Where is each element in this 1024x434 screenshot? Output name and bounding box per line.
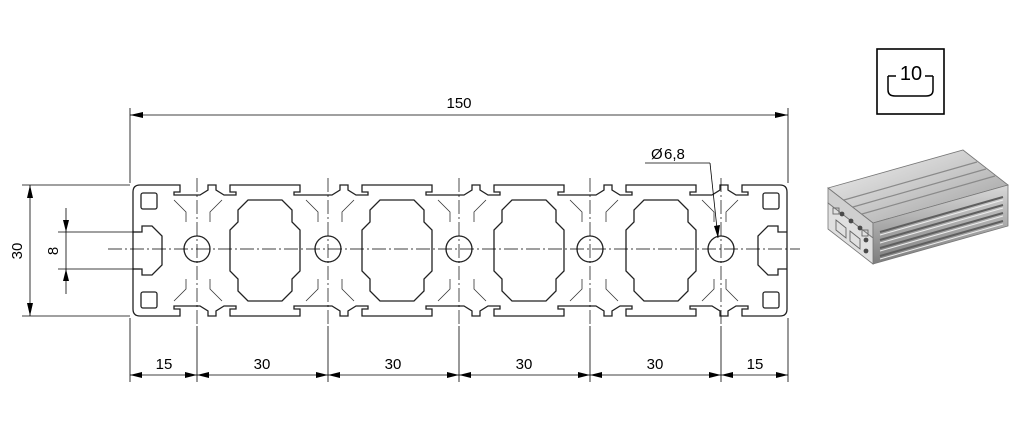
diameter-symbol: Ø [651,146,663,163]
segment-label: 15 [747,356,764,373]
profile-outline [132,184,788,317]
inner-chambers [229,199,697,302]
center-lines [108,178,800,324]
profile-isometric-render [827,149,1009,265]
inner-chamber [361,199,433,302]
hole-diameter-label: 6,8 [664,146,685,163]
overall-width-dimension: 150 [129,95,789,183]
inner-chamber [229,199,301,302]
segment-label: 30 [385,356,402,373]
segment-label: 30 [647,356,664,373]
slot-width-label: 8 [45,247,62,255]
segment-label: 15 [156,356,173,373]
segment-dimensions: 15 30 30 30 30 15 [129,318,789,382]
corner-pocket [762,291,780,309]
corner-pocket [140,291,158,309]
series-badge: 10 [876,48,945,115]
segment-label: 30 [516,356,533,373]
height-label: 30 [9,243,26,260]
right-side-slot [757,225,787,276]
profile-cross-section [132,184,788,317]
corner-pocket [762,192,780,210]
slot-symbol-icon [887,76,934,97]
inner-chamber [625,199,697,302]
inner-chamber [493,199,565,302]
overall-width-label: 150 [446,95,471,112]
core-webs [173,199,739,302]
left-side-slot [133,225,163,276]
height-dimension: 30 [9,184,130,317]
series-badge-label: 10 [900,63,922,85]
corner-pocket [140,192,158,210]
slot-width-dimension: 8 [45,208,140,294]
hole-diameter-callout: Ø 6,8 [645,146,720,239]
segment-label: 30 [254,356,271,373]
